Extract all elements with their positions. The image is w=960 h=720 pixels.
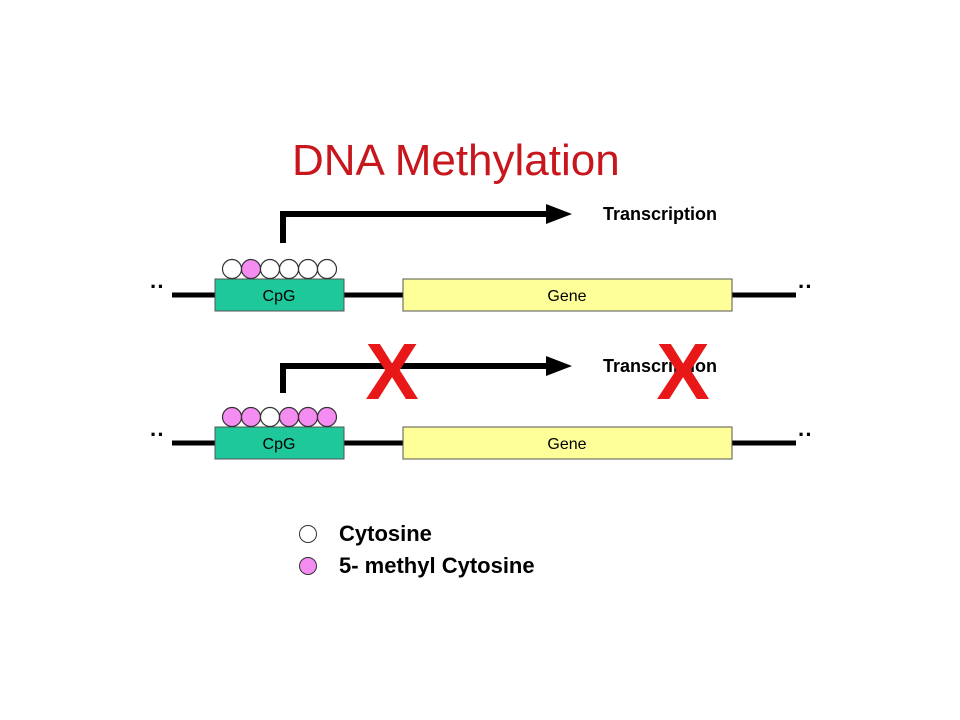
- cpg-label: CpG: [263, 436, 296, 453]
- cpg-sites: [221, 406, 338, 428]
- cpg-site: [221, 258, 243, 280]
- methyl-cytosine-swatch: [299, 557, 317, 575]
- cpg-site: [240, 258, 262, 280]
- strand-ellipsis-right: ··: [798, 422, 813, 447]
- transcription-arrow: [280, 363, 548, 393]
- cpg-site: [278, 406, 300, 428]
- cpg-site: [316, 258, 338, 280]
- block-mark-left: X: [365, 327, 418, 416]
- cpg-site: [297, 258, 319, 280]
- strand-ellipsis-right: ··: [798, 274, 813, 299]
- row-methylated: ·· ·· CpG Gene Transcription X X: [150, 327, 813, 460]
- legend-label-cytosine: Cytosine: [339, 521, 432, 546]
- cpg-site: [259, 258, 281, 280]
- cpg-site: [221, 406, 243, 428]
- gene-label: Gene: [547, 436, 586, 453]
- strand-ellipsis-left: ··: [150, 274, 165, 299]
- cpg-box: [214, 426, 345, 460]
- cpg-site: [259, 406, 281, 428]
- row-unmethylated: ·· ·· CpG Gene Transcription: [150, 204, 813, 312]
- gene-label: Gene: [547, 288, 586, 305]
- cpg-box: [214, 278, 345, 312]
- cpg-site: [278, 258, 300, 280]
- legend-label-methyl-cytosine: 5- methyl Cytosine: [339, 553, 535, 578]
- block-mark-right: X: [656, 327, 709, 416]
- cpg-sites: [221, 258, 338, 280]
- slide-title: DNA Methylation: [292, 136, 620, 185]
- cpg-site: [240, 406, 262, 428]
- cpg-site: [297, 406, 319, 428]
- cpg-label: CpG: [263, 288, 296, 305]
- transcription-arrowhead: [546, 204, 572, 224]
- transcription-arrow: [280, 211, 548, 243]
- strand-ellipsis-left: ··: [150, 422, 165, 447]
- legend-item-methyl-cytosine: 5- methyl Cytosine: [299, 553, 535, 578]
- transcription-label: Transcription: [603, 356, 717, 376]
- transcription-label: Transcription: [603, 204, 717, 224]
- transcription-arrowhead: [546, 356, 572, 376]
- cpg-site: [316, 406, 338, 428]
- gene-box: [402, 426, 733, 460]
- legend-item-cytosine: Cytosine: [299, 521, 432, 546]
- cytosine-swatch: [299, 525, 317, 543]
- gene-box: [402, 278, 733, 312]
